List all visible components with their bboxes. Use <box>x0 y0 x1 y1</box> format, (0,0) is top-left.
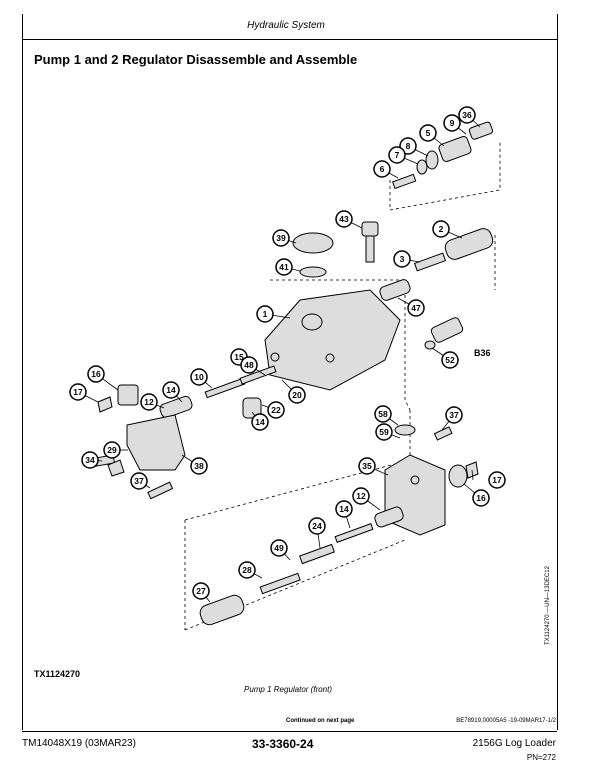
callout-36: 36 <box>458 106 476 124</box>
callout-39: 39 <box>272 229 290 247</box>
svg-text:12: 12 <box>144 397 154 407</box>
header-rule <box>22 39 557 40</box>
svg-text:29: 29 <box>107 445 117 455</box>
svg-text:34: 34 <box>85 455 95 465</box>
callout-34: 34 <box>81 451 99 469</box>
svg-text:2: 2 <box>439 224 444 234</box>
continued-note: Continued on next page <box>286 718 355 724</box>
callout-48: 48 <box>240 356 258 374</box>
label-b36: B36 <box>474 348 491 358</box>
svg-text:14: 14 <box>166 385 176 395</box>
svg-text:24: 24 <box>312 521 322 531</box>
callout-37: 37 <box>445 406 463 424</box>
callout-17b: 17 <box>488 471 506 489</box>
callout-38: 38 <box>190 457 208 475</box>
svg-text:7: 7 <box>395 150 400 160</box>
machine-model: 2156G Log Loader <box>472 738 556 749</box>
page-frame <box>22 14 558 730</box>
svg-text:48: 48 <box>244 360 254 370</box>
tm-number: TM14048X19 (03MAR23) <box>22 738 136 749</box>
svg-text:28: 28 <box>242 565 252 575</box>
svg-text:1: 1 <box>263 309 268 319</box>
callout-10: 10 <box>190 368 208 386</box>
figure-side-code: TX1124270 —UN—13DEC12 <box>545 566 551 645</box>
svg-text:16: 16 <box>476 493 486 503</box>
callout-58: 58 <box>374 405 392 423</box>
svg-text:38: 38 <box>194 461 204 471</box>
svg-text:52: 52 <box>445 355 455 365</box>
callout-28: 28 <box>238 561 256 579</box>
callout-12: 12 <box>140 393 158 411</box>
callout-14c: 14 <box>335 500 353 518</box>
reference-code: BE78919,00005A5 -19-09MAR17-1/2 <box>456 718 556 724</box>
callout-14b: 14 <box>251 413 269 431</box>
svg-text:43: 43 <box>339 214 349 224</box>
callout-12b: 12 <box>352 487 370 505</box>
callout-43: 43 <box>335 210 353 228</box>
callout-24: 24 <box>308 517 326 535</box>
svg-text:39: 39 <box>276 233 286 243</box>
page-number: 33-3360-24 <box>252 737 314 751</box>
svg-text:35: 35 <box>362 461 372 471</box>
callout-9: 9 <box>443 114 461 132</box>
svg-text:27: 27 <box>196 586 206 596</box>
svg-text:47: 47 <box>411 303 421 313</box>
callout-17: 17 <box>69 383 87 401</box>
svg-text:22: 22 <box>271 405 281 415</box>
callout-6: 6 <box>373 160 391 178</box>
callout-5: 5 <box>419 124 437 142</box>
svg-text:20: 20 <box>292 390 302 400</box>
figure-id: TX1124270 <box>34 669 81 679</box>
callout-14: 14 <box>162 381 180 399</box>
svg-text:59: 59 <box>379 427 389 437</box>
svg-text:41: 41 <box>279 262 289 272</box>
svg-text:10: 10 <box>194 372 204 382</box>
svg-text:36: 36 <box>462 110 472 120</box>
section-header: Hydraulic System <box>247 20 325 31</box>
callout-16b: 16 <box>472 489 490 507</box>
callout-20: 20 <box>288 386 306 404</box>
callout-16: 16 <box>87 365 105 383</box>
svg-text:17: 17 <box>492 475 502 485</box>
callout-29: 29 <box>103 441 121 459</box>
callout-35: 35 <box>358 457 376 475</box>
pn-number: PN=272 <box>526 753 556 762</box>
svg-text:17: 17 <box>73 387 83 397</box>
figure-caption: Pump 1 Regulator (front) <box>243 685 333 694</box>
callout-37b: 37 <box>130 472 148 490</box>
svg-text:37: 37 <box>134 476 144 486</box>
svg-text:49: 49 <box>274 543 284 553</box>
svg-text:8: 8 <box>406 141 411 151</box>
svg-text:58: 58 <box>378 409 388 419</box>
callout-41: 41 <box>275 258 293 276</box>
svg-text:15: 15 <box>234 352 244 362</box>
svg-text:12: 12 <box>356 491 366 501</box>
callout-52: 52 <box>441 351 459 369</box>
svg-text:3: 3 <box>400 254 405 264</box>
callout-1: 1 <box>256 305 274 323</box>
callout-49: 49 <box>270 539 288 557</box>
callout-27: 27 <box>192 582 210 600</box>
callout-2: 2 <box>432 220 450 238</box>
svg-text:9: 9 <box>450 118 455 128</box>
footer-rule <box>22 731 557 732</box>
svg-text:5: 5 <box>426 128 431 138</box>
callout-59: 59 <box>375 423 393 441</box>
svg-text:6: 6 <box>380 164 385 174</box>
svg-text:14: 14 <box>339 504 349 514</box>
callout-22: 22 <box>267 401 285 419</box>
svg-text:14: 14 <box>255 417 265 427</box>
svg-text:16: 16 <box>91 369 101 379</box>
page-title: Pump 1 and 2 Regulator Disassemble and A… <box>34 52 358 67</box>
svg-text:37: 37 <box>449 410 459 420</box>
callout-47: 47 <box>407 299 425 317</box>
callout-7: 7 <box>388 146 406 164</box>
callout-3: 3 <box>393 250 411 268</box>
